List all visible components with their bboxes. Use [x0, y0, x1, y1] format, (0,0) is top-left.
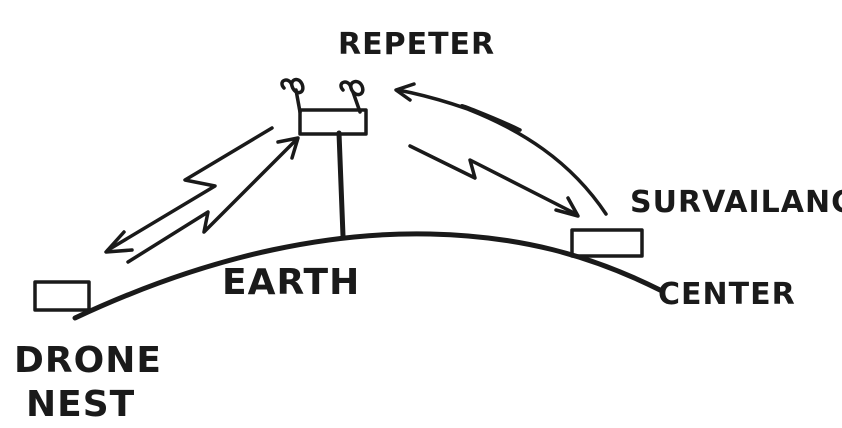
repeater-body — [300, 110, 366, 134]
repeater-label: REPETER — [338, 27, 495, 62]
repeater-propellers — [282, 80, 363, 112]
center-label: CENTER — [658, 277, 796, 312]
link-nest-to-repeater — [128, 138, 298, 262]
repeater-mast — [339, 133, 343, 236]
surveillance-box — [572, 230, 642, 256]
earth-label: EARTH — [222, 262, 360, 303]
drone-nest-box — [35, 282, 89, 310]
drone-nest-label-line1: DRONE — [14, 340, 162, 381]
link-surveillance-to-repeater — [396, 84, 606, 214]
drone-nest-label-line2: NEST — [26, 384, 135, 425]
